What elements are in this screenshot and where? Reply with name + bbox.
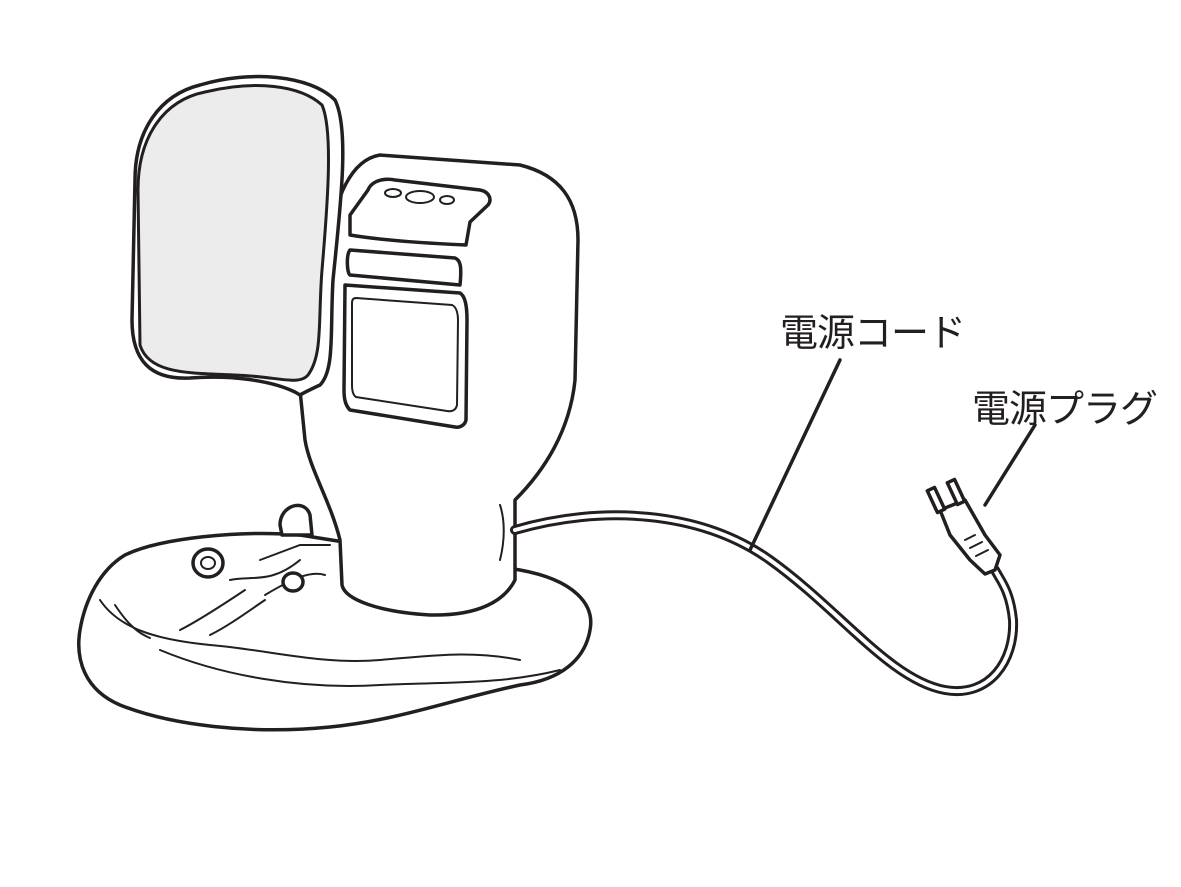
power-cord-label: 電源コード bbox=[780, 311, 966, 355]
power-plug-label: 電源プラグ bbox=[972, 387, 1158, 431]
plug-leader-line bbox=[983, 423, 1037, 507]
power-cord bbox=[510, 510, 1019, 697]
power-plug bbox=[925, 477, 1002, 576]
cord-leader-line bbox=[748, 358, 842, 552]
main-body bbox=[298, 153, 580, 617]
head-pad bbox=[130, 74, 345, 397]
